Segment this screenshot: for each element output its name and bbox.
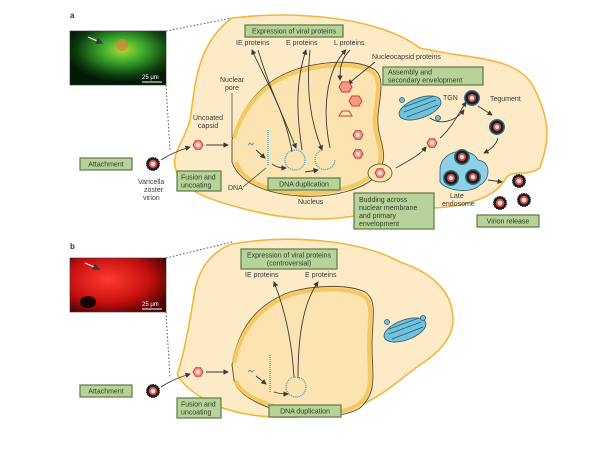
dna-fragment-icon — [247, 142, 255, 146]
capsid-icon — [352, 130, 364, 140]
svg-text:uncoating: uncoating — [181, 183, 211, 190]
label-dna: DNA — [228, 185, 243, 192]
micrograph-b: 25 μm — [69, 257, 167, 313]
golgi-icon-b — [383, 315, 427, 343]
label-e-proteins-b: E proteins — [305, 272, 337, 279]
zoom-line-bottom-a — [165, 84, 171, 151]
arrow-indicator-icon — [84, 262, 101, 270]
nucleocapsid-protein-icon — [338, 81, 353, 93]
circular-dna-icon-b — [285, 376, 307, 398]
svg-text:nuclear membrane: nuclear membrane — [359, 205, 417, 212]
virion-release-box-label: Virion release — [487, 219, 530, 226]
label-uncoated-capsid: Uncoated — [193, 115, 223, 122]
attachment-box-b-label: Attachment — [88, 389, 123, 396]
partial-capsid-icon — [338, 110, 353, 117]
virion-release-box — [476, 214, 540, 228]
attachment-box-a-label: Attachment — [88, 162, 123, 169]
capsid-icon — [374, 168, 386, 178]
label-virion: Varicella — [138, 179, 164, 186]
label-tgn: TGN — [443, 95, 458, 102]
dna-duplication-box-a-label: DNA duplication — [279, 182, 329, 189]
virion-in-endosome-icon — [465, 169, 481, 185]
expression-box-b — [240, 248, 338, 270]
svg-text:(controversial): (controversial) — [267, 261, 311, 268]
expression-box-a-label: Expression of viral proteins — [252, 29, 337, 36]
label-ie-proteins-b: IE proteins — [245, 272, 279, 279]
svg-text:pore: pore — [225, 85, 239, 92]
virion-in-endosome-icon — [443, 170, 459, 186]
svg-text:and primary: and primary — [359, 213, 396, 220]
scale-bar-b: 25 μm — [142, 302, 159, 308]
attachment-box-b — [79, 384, 133, 398]
dna-fragment-icon-b — [247, 369, 255, 373]
panel-b-label: b — [70, 242, 75, 251]
varicella-zoster-virion-icon — [145, 156, 161, 172]
tegument-virion-icon — [464, 90, 480, 106]
expression-box-a — [244, 24, 344, 38]
svg-text:capsid: capsid — [198, 123, 218, 130]
micrograph-a: 25 μm — [69, 30, 167, 86]
budding-box-label: Budding across — [359, 197, 408, 204]
arrow-indicator-icon — [87, 36, 104, 44]
zoom-line-top-b — [165, 241, 233, 259]
virion-in-endosome-icon — [454, 149, 470, 165]
attachment-box-a — [79, 157, 133, 171]
dna-duplication-box-b-label: DNA duplication — [280, 409, 330, 416]
released-virion-icon — [511, 173, 527, 189]
scale-bar-a: 25 μm — [142, 75, 159, 81]
nucleocapsid-protein-icon — [348, 95, 363, 107]
label-tegument: Tegument — [490, 96, 521, 103]
fusion-uncoating-box-b — [176, 397, 222, 419]
assembly-box — [382, 66, 484, 86]
golgi-tgn-icon — [398, 95, 442, 121]
fusion-uncoating-box-b-label: Fusion and — [181, 402, 216, 409]
svg-text:zoster: zoster — [144, 187, 164, 194]
svg-text:secondary envelopment: secondary envelopment — [388, 78, 462, 85]
svg-text:envelopment: envelopment — [359, 221, 399, 228]
fusion-uncoating-box-a-label: Fusion and — [181, 175, 216, 182]
nucleus-a — [231, 61, 385, 197]
dna-duplication-box-b — [268, 404, 342, 418]
uncoated-capsid-icon — [192, 140, 204, 150]
budding-box — [353, 192, 435, 230]
released-virion-icon — [492, 195, 508, 211]
label-ie-proteins-a: IE proteins — [236, 40, 270, 47]
svg-text:endosome: endosome — [442, 201, 475, 208]
capsid-icon — [426, 138, 438, 148]
label-l-proteins-a: L proteins — [334, 40, 365, 47]
capsid-icon — [352, 149, 364, 159]
label-nuclear-pore: Nuclear — [220, 77, 245, 84]
circular-dna-icon — [284, 149, 306, 171]
label-e-proteins-a: E proteins — [286, 40, 318, 47]
zoom-line-top-a — [165, 17, 233, 32]
varicella-zoster-virion-icon-b — [145, 383, 161, 399]
label-nucleocapsid-proteins: Nucleocapsid proteins — [372, 54, 441, 61]
assembly-box-label: Assembly and — [388, 70, 432, 77]
svg-text:uncoating: uncoating — [181, 410, 211, 417]
dna-duplication-box-a — [267, 177, 341, 191]
label-late-endosome: Late — [450, 193, 464, 200]
zoom-line-bottom-b — [165, 311, 171, 379]
released-virion-icon — [516, 192, 532, 208]
svg-text:virion: virion — [143, 195, 160, 202]
panel-a-label: a — [70, 11, 75, 20]
expression-box-b-label: Expression of viral proteins — [247, 253, 332, 260]
label-nucleus: Nucleus — [298, 199, 324, 206]
enveloped-virion-icon — [489, 119, 505, 135]
fusion-uncoating-box-a — [176, 170, 222, 192]
uncoated-capsid-icon-b — [192, 367, 204, 377]
